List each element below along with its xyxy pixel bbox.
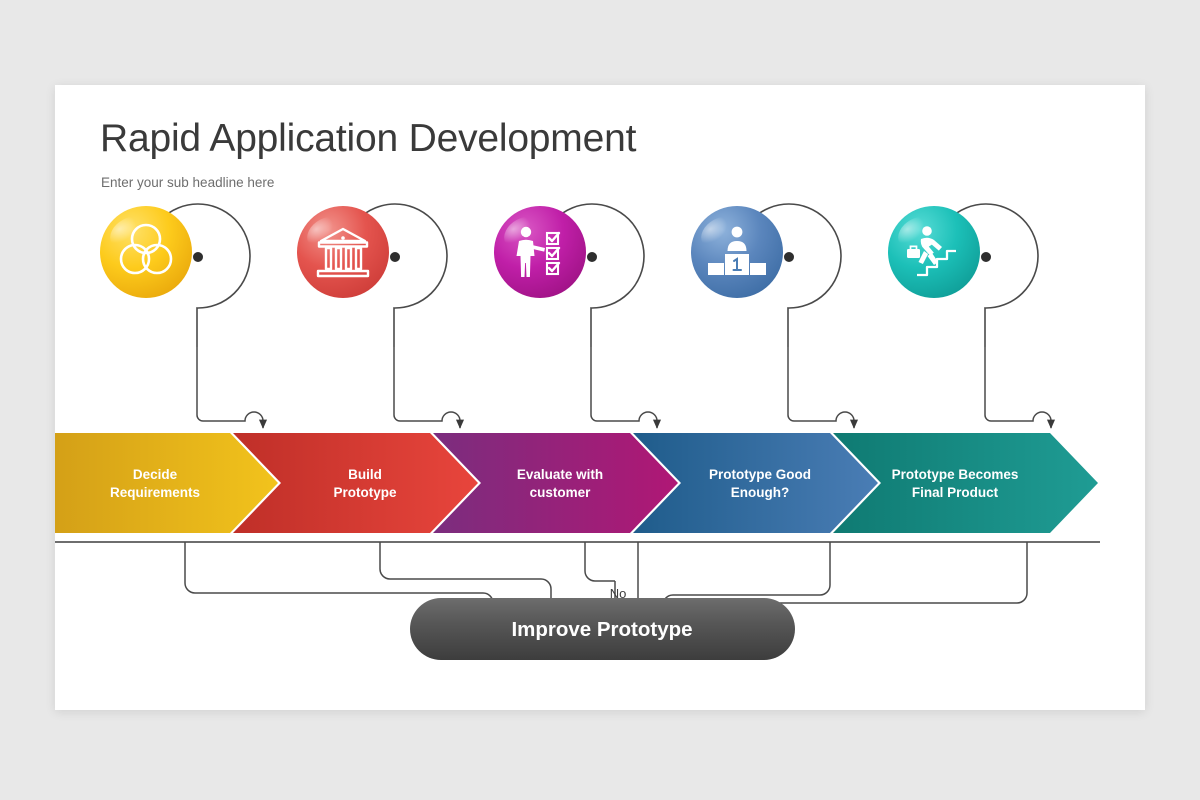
- process-arrow-4[interactable]: Prototype Good Enough?: [633, 433, 878, 533]
- ring-terminator-dot: [587, 252, 597, 262]
- process-arrow-5-line1: Prototype Becomes: [892, 467, 1019, 482]
- process-arrow-5[interactable]: Prototype Becomes Final Product: [833, 433, 1098, 533]
- process-arrow-band: Decide Requirements Build Prototype Eval…: [55, 433, 1098, 533]
- podium-winner-icon: [708, 226, 766, 275]
- process-arrow-2-line1: Build: [348, 467, 382, 482]
- bubble-gloss: [701, 216, 741, 250]
- step-bubble-5-fill: [888, 206, 980, 298]
- improve-prototype-pill[interactable]: Improve Prototype: [410, 598, 795, 660]
- process-arrow-2[interactable]: Build Prototype: [233, 433, 478, 533]
- rad-process-diagram: Decide Requirements Build Prototype Eval…: [55, 203, 1100, 660]
- process-arrow-4-line2: Enough?: [731, 485, 789, 500]
- ring-terminator-dot: [981, 252, 991, 262]
- step-bubble-5[interactable]: [888, 203, 1039, 347]
- bubble-gloss: [110, 216, 150, 250]
- bubble-to-arrow-connectors: [196, 347, 1056, 429]
- process-arrow-1-line1: Decide: [133, 467, 178, 482]
- process-arrow-1[interactable]: Decide Requirements: [55, 433, 278, 533]
- process-arrow-3-line2: customer: [530, 485, 592, 500]
- ring-terminator-dot: [784, 252, 794, 262]
- improve-prototype-label: Improve Prototype: [511, 618, 692, 641]
- step-bubble-3-fill: [494, 206, 586, 298]
- process-arrow-4-line1: Prototype Good: [709, 467, 811, 482]
- page-title: Rapid Application Development: [100, 117, 637, 160]
- venn-circles-icon: [119, 223, 173, 275]
- stairs-climb-icon: [907, 226, 956, 277]
- step-bubble-1[interactable]: [100, 203, 251, 347]
- bank-building-icon: [316, 227, 370, 278]
- page-subtitle: Enter your sub headline here: [101, 175, 275, 190]
- person-checklist-icon: [516, 226, 561, 277]
- step-bubble-4[interactable]: [691, 203, 842, 347]
- step-bubble-4-fill: [691, 206, 783, 298]
- process-arrow-5-line2: Final Product: [912, 485, 999, 500]
- slide-card: Rapid Application Development Enter your…: [55, 85, 1145, 710]
- ring-terminator-dot: [193, 252, 203, 262]
- step-bubble-3[interactable]: [494, 203, 645, 347]
- process-arrow-2-line2: Prototype: [333, 485, 396, 500]
- step-bubble-2-fill: [297, 206, 389, 298]
- no-branch-label: No: [610, 586, 627, 601]
- process-arrow-3-line1: Evaluate with: [517, 467, 603, 482]
- step-bubble-2[interactable]: [297, 203, 448, 347]
- process-arrow-3[interactable]: Evaluate with customer: [433, 433, 678, 533]
- ring-terminator-dot: [390, 252, 400, 262]
- process-arrow-1-line2: Requirements: [110, 485, 200, 500]
